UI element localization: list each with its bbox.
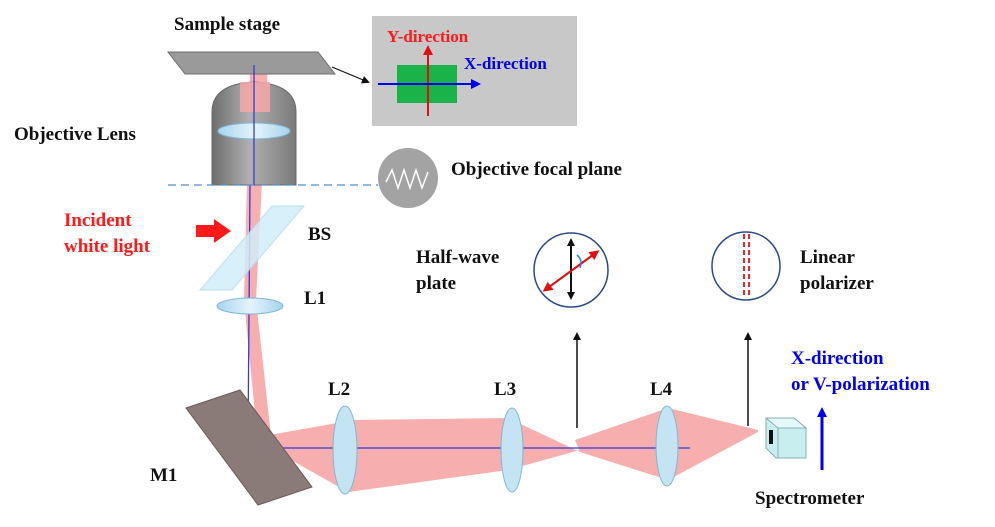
sample-stage — [166, 51, 337, 75]
label-inset-y-direction: Y-direction — [387, 27, 469, 46]
label-incident-line2: white light — [64, 236, 151, 257]
label-xdir-line2: or V-polarization — [791, 374, 930, 395]
label-inset-x-direction: X-direction — [464, 54, 547, 73]
lens-l3 — [500, 407, 524, 493]
lens-l4 — [655, 405, 679, 487]
label-halfwave-line2: plate — [416, 273, 456, 294]
label-l2: L2 — [328, 379, 350, 400]
label-objective-lens: Objective Lens — [14, 124, 136, 145]
label-objective-focal-plane: Objective focal plane — [451, 159, 622, 180]
label-incident-line1: Incident — [64, 210, 132, 231]
light-beam — [244, 63, 758, 492]
half-wave-plate — [533, 232, 609, 308]
label-linear-line2: polarizer — [800, 273, 874, 294]
label-m1: M1 — [150, 465, 177, 486]
incident-light-arrow — [196, 219, 231, 243]
label-l4: L4 — [650, 379, 673, 400]
label-spectrometer: Spectrometer — [755, 488, 865, 509]
label-l1: L1 — [304, 288, 326, 309]
label-xdir-line1: X-direction — [791, 348, 884, 369]
lens-l2 — [332, 405, 358, 495]
label-linear-line1: Linear — [800, 247, 855, 268]
spectrometer — [764, 417, 808, 459]
beam-splitter — [198, 205, 306, 291]
label-sample-stage: Sample stage — [174, 14, 280, 35]
inset-panel — [372, 16, 577, 126]
lens-l1 — [216, 297, 284, 315]
mirror-m1 — [185, 389, 313, 506]
linear-polarizer — [711, 231, 781, 301]
label-l3: L3 — [494, 379, 516, 400]
focal-plane-circle — [378, 148, 438, 208]
stage-to-inset-pointer — [331, 66, 370, 84]
label-bs: BS — [308, 224, 331, 245]
label-halfwave-line1: Half-wave — [416, 247, 499, 268]
